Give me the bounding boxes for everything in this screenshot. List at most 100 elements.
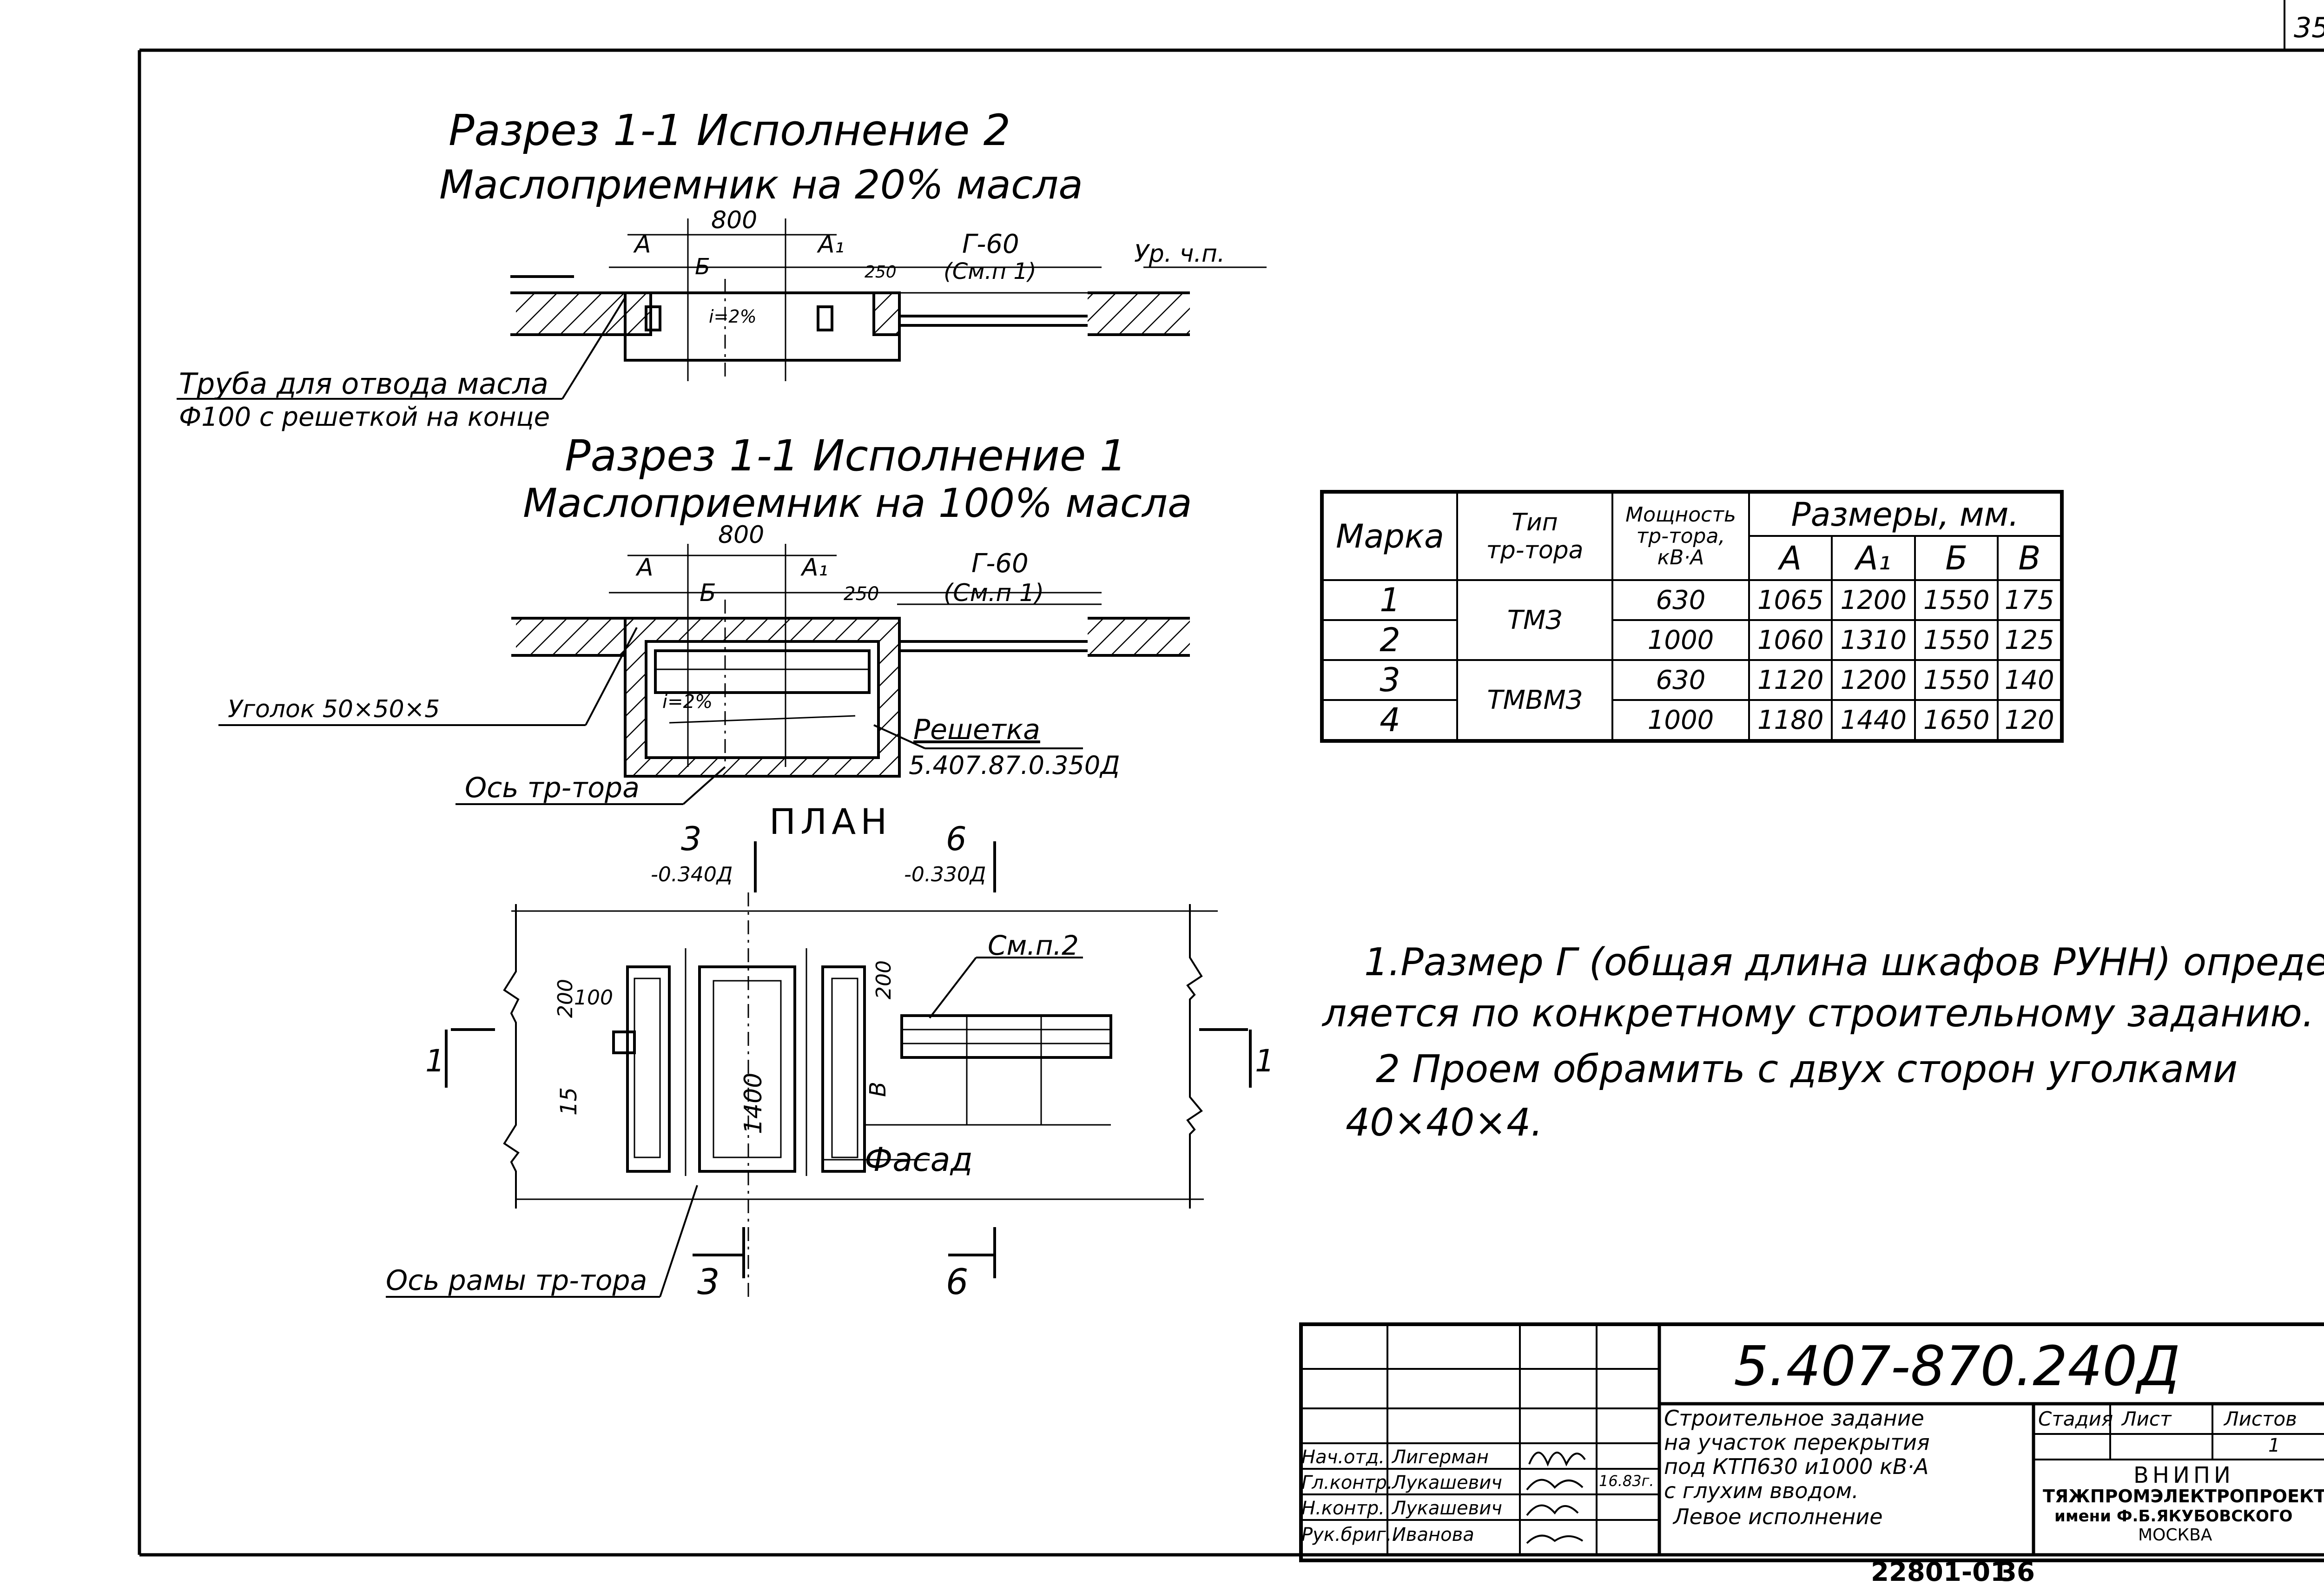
stamp-stage-header: Стадия [2038,1407,2113,1430]
s1-dim-b: Б [700,579,716,607]
grate-ref: 5.407.87.0.350Д [909,751,1120,780]
cell-a1: 1440 [1831,699,1916,742]
stamp-desc-4: с глухим вводом. [1664,1478,1859,1503]
cut1-left: 1 [425,1043,445,1079]
pipe-label-2: Ф100 с решеткой на конце [179,402,550,432]
role-3: Н.контр. [1301,1498,1385,1519]
axis-label: Ось тр-тора [465,772,640,804]
stamp-sheet-header: Лист [2122,1407,2172,1430]
s2-dim-b: Б [695,254,710,280]
stamp-sheets-value: 1 [2268,1435,2280,1456]
cell-b: 1650 [1914,699,1999,742]
s2-dim-800: 800 [711,206,758,234]
cell-a1: 1310 [1831,619,1916,661]
title-block [1299,1322,2324,1562]
cut1-right: 1 [1255,1043,1274,1079]
cell-v: 140 [1997,659,2063,701]
s2-slope: i=2% [709,306,757,327]
name-4: Иванова [1392,1524,1474,1546]
stamp-sheets-header: Листов [2224,1407,2297,1430]
org-name-4: МОСКВА [2138,1526,2212,1545]
cut6-top: 6 [946,820,967,858]
stamp-desc-5: Левое исполнение [1673,1504,1883,1529]
s1-dim-see: (См.п 1) [944,579,1044,607]
plan-dim-200b: 200 [872,960,896,999]
s1-dim-a: А [637,554,654,581]
th-type-1: Тип [1512,509,1558,536]
cell-a1: 1200 [1831,579,1916,621]
plan-title: ПЛАН [769,801,892,842]
cell-b: 1550 [1914,619,1999,661]
s1-dim-g60: Г-60 [971,548,1029,579]
th-type-2: тр-тора [1486,536,1584,564]
sheet-number: 35 [2294,12,2324,44]
cut6-bottom: 6 [946,1261,969,1302]
cut3-ref: -0.340Д [651,863,733,886]
s2-level: Ур. ч.п. [1134,240,1225,268]
footer-code: 22801-01 [1871,1557,2008,1587]
cell-power: 630 [1611,659,1750,701]
stamp-desc-2: на участок перекрытия [1664,1430,1930,1455]
section2-title: Разрез 1-1 Исполнение 2 [449,106,1011,155]
stamp-date: 16.83г. [1599,1472,1654,1490]
note-1-line-2: ляется по конкретному строительному зада… [1322,991,2314,1036]
cut3-bottom: 3 [697,1261,720,1302]
cell-mark: 3 [1321,659,1458,701]
cell-power: 1000 [1611,699,1750,742]
note-1-line-1: 1.Размер Г (общая длина шкафов РУНН) опр… [1364,940,2324,984]
plan-dim-v: В [865,1082,891,1097]
cell-a: 1065 [1748,579,1833,621]
cell-power: 630 [1611,579,1750,621]
see2-label: См.п.2 [988,930,1079,961]
footer-page: 36 [1999,1557,2035,1587]
name-2: Лукашевич [1392,1472,1502,1493]
plan-dim-15: 15 [556,1087,582,1116]
th-power-3: кВ·А [1657,546,1704,570]
s1-slope: i=2% [662,691,713,713]
org-name-2: ТЯЖПРОМЭЛЕКТРОПРОЕКТ [2043,1486,2324,1506]
th-power-1: Мощность [1625,502,1736,527]
note-2-line-2: 40×40×4. [1346,1101,1543,1145]
cell-a: 1060 [1748,619,1833,661]
cut3-top: 3 [681,820,702,858]
s2-dim-a1: А₁ [818,231,845,258]
org-name-1: ВНИПИ [2133,1462,2234,1488]
cell-v: 120 [1997,699,2063,742]
note-2-line-1: 2 Проем обрамить с двух сторон уголками [1376,1047,2238,1091]
org-name-3: имени Ф.Б.ЯКУБОВСКОГО [2054,1507,2293,1526]
th-mark: Марка [1321,491,1458,581]
cell-mark: 4 [1321,699,1458,742]
angle-label: Уголок 50×50×5 [228,695,440,723]
section2-subtitle: Маслоприемник на 20% масла [439,162,1083,208]
section1-subtitle: Маслоприемник на 100% масла [523,480,1192,527]
cell-v: 175 [1997,579,2063,621]
stamp-desc-3: под КТП630 и1000 кВ·А [1664,1454,1929,1479]
name-3: Лукашевич [1392,1498,1502,1519]
th-power-2: тр-тора, [1636,524,1725,548]
cell-v: 125 [1997,619,2063,661]
role-1: Нач.отд. [1301,1447,1385,1468]
cell-a: 1180 [1748,699,1833,742]
cell-power: 1000 [1611,619,1750,661]
pipe-label-1: Труба для отвода масла [179,367,548,401]
th-a: А [1748,535,1833,581]
s2-dim-see: (См.п 1) [944,258,1037,284]
cell-type: ТМЗ [1456,579,1613,661]
th-v: В [1997,535,2063,581]
role-4: Рук.бриг. [1301,1524,1392,1546]
s1-dim-800: 800 [718,521,765,549]
th-a1: А₁ [1831,535,1916,581]
plan-dim-100: 100 [574,986,613,1010]
grate-label: Решетка [913,713,1040,746]
cell-a: 1120 [1748,659,1833,701]
stamp-desc-1: Строительное задание [1664,1406,1924,1431]
s1-dim-250: 250 [844,583,879,605]
th-sizes: Размеры, мм. [1748,491,2063,537]
role-2: Гл.контр. [1301,1472,1393,1493]
section1-title: Разрез 1-1 Исполнение 1 [565,431,1127,481]
